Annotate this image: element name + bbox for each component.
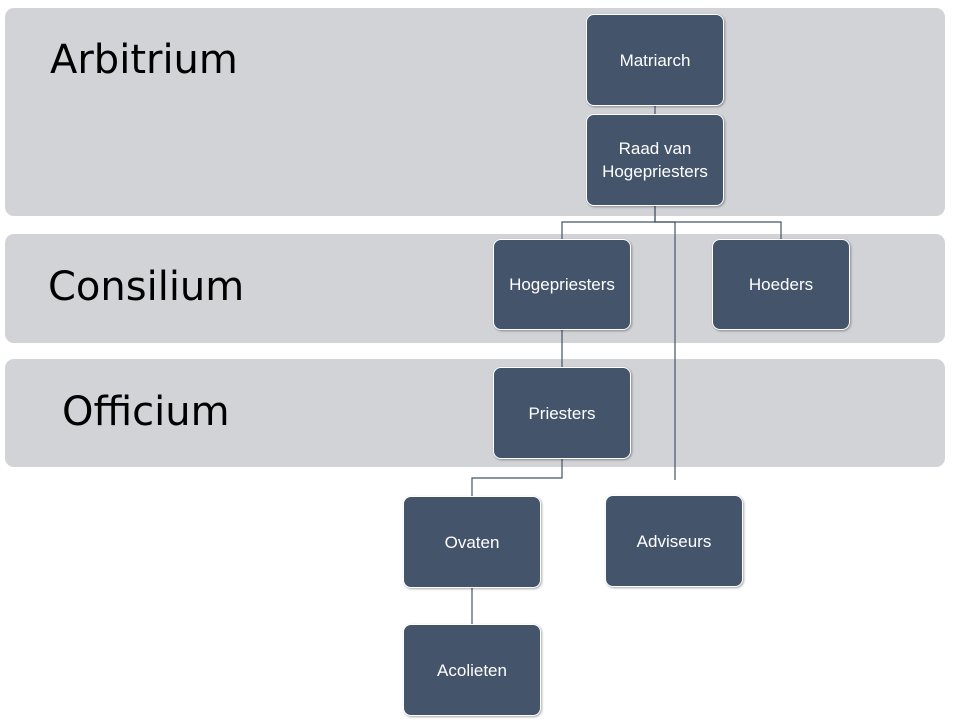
node-adviseurs-label: Adviseurs [636, 531, 712, 551]
node-hogepriesters-label: Hogepriesters [509, 275, 615, 294]
connector-priesters-ovaten [471, 459, 563, 496]
node-ovaten-label: Ovaten [444, 532, 500, 552]
connector-raad-hoeders [655, 221, 782, 239]
node-hoeders-label: Hoeders [748, 275, 814, 294]
band-label-arbitrium: Arbitrium [50, 37, 238, 83]
node-ovaten: Ovaten [403, 496, 541, 588]
node-priesters-label: Priesters [528, 403, 596, 423]
node-hoeders: Hoeders [712, 239, 850, 330]
node-matriarch: Matriarch [586, 14, 724, 106]
node-raad-van-hogepriesters: Raad van Hogepriesters [586, 114, 724, 206]
node-acolieten: Acolieten [403, 624, 541, 716]
node-raad-label-line1: Raad van [618, 139, 692, 158]
node-acolieten-label: Acolieten [437, 660, 507, 680]
node-matriarch-label: Matriarch [619, 50, 691, 70]
band-label-consilium: Consilium [48, 264, 245, 310]
connector-raad-adviseurs [654, 206, 676, 480]
node-priesters: Priesters [493, 367, 631, 459]
band-label-officium: Officium [62, 389, 230, 435]
connector-raad-hogepriesters [561, 206, 656, 239]
node-raad-label-line2: Hogepriesters [602, 162, 708, 181]
node-hogepriesters: Hogepriesters [493, 239, 631, 330]
band-officium [5, 359, 945, 467]
node-adviseurs: Adviseurs [605, 495, 743, 587]
band-arbitrium [5, 8, 945, 216]
